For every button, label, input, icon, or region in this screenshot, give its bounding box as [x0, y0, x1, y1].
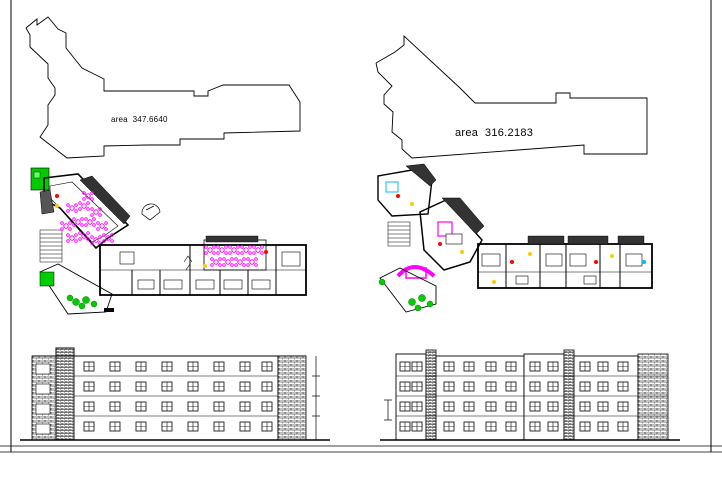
left-area-label: area 347.6640	[111, 115, 168, 124]
left-area-outline	[25, 16, 301, 159]
right-floor-plan	[377, 163, 653, 313]
right-elevation	[380, 349, 680, 441]
right-area-label: area 316.2183	[455, 127, 534, 139]
left-elevation	[20, 347, 330, 441]
sheet-border	[0, 0, 722, 453]
right-area-outline	[375, 34, 648, 159]
left-floor-plan	[30, 167, 307, 315]
